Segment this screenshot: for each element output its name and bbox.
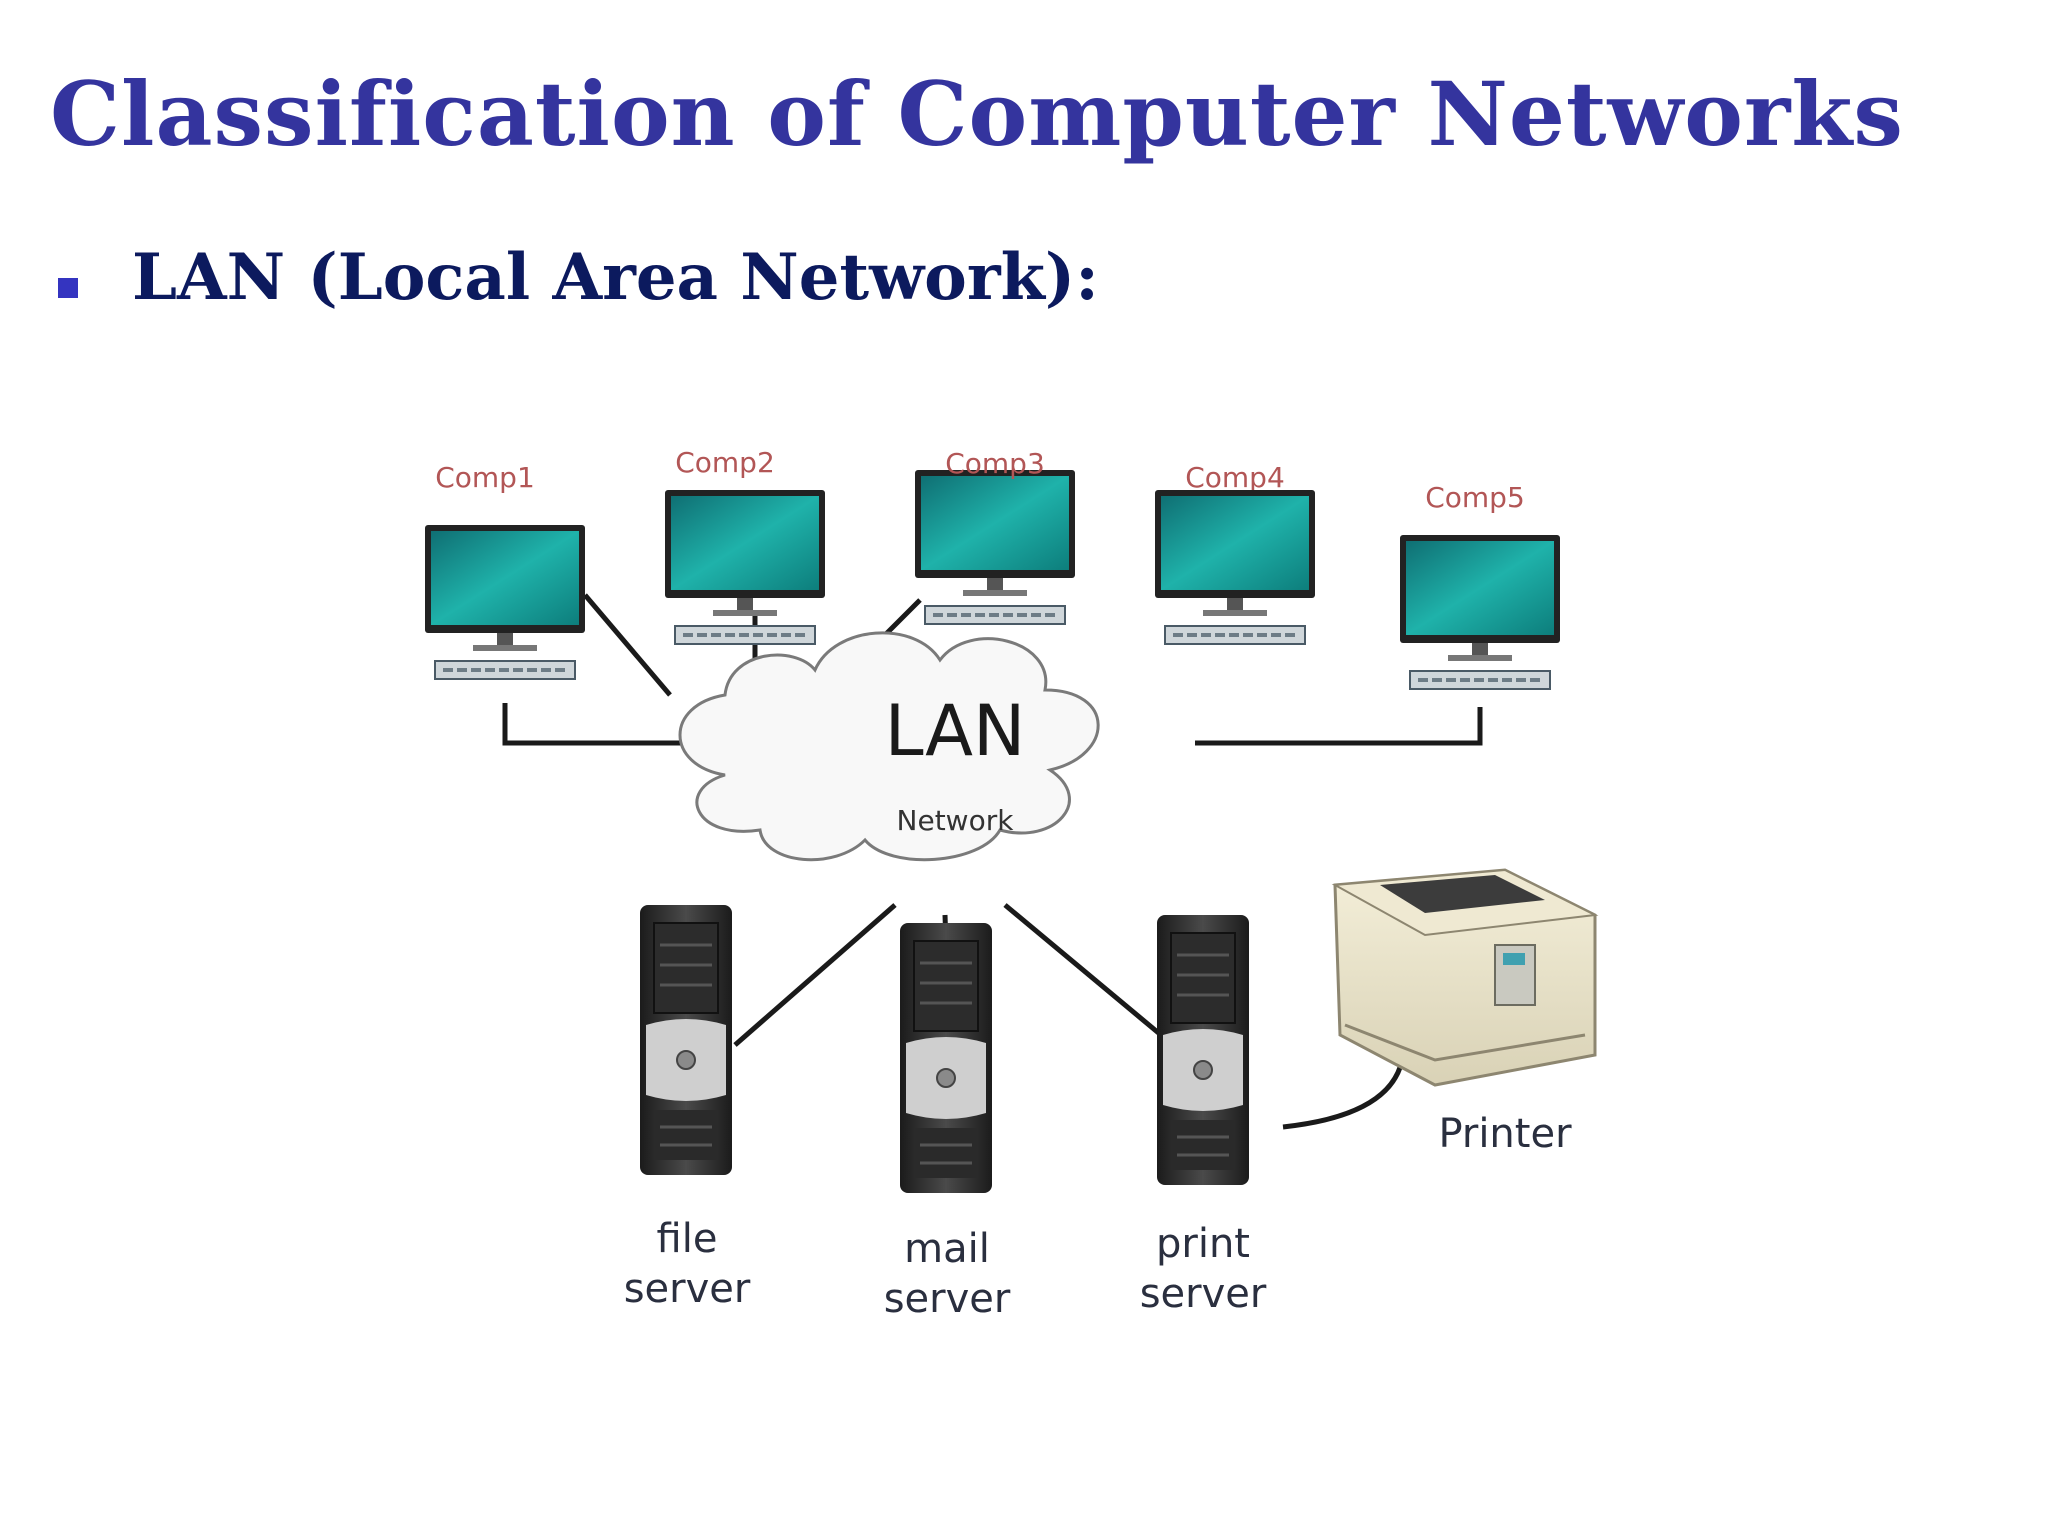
lan-cloud-title: LAN	[885, 690, 1026, 772]
computer-3: Comp3	[913, 447, 1077, 626]
monitor-icon	[1398, 533, 1562, 691]
printer-label: Printer	[1438, 1111, 1572, 1157]
file-server: file server	[624, 903, 751, 1312]
lan-diagram: LAN Network Comp1 Comp2 Comp3 Comp4 Comp…	[395, 445, 1645, 1345]
server-label-line2: server	[624, 1266, 751, 1312]
lan-cloud-shape	[678, 631, 1100, 862]
computer-label: Comp4	[1185, 461, 1285, 494]
computer-label: Comp3	[945, 447, 1045, 480]
server-label-line1: file	[657, 1216, 718, 1262]
printer: Printer	[1331, 868, 1599, 1157]
print-server: print server	[1140, 913, 1267, 1317]
server-label-line1: print	[1156, 1221, 1250, 1267]
link-file-server	[733, 903, 897, 1047]
monitor-icon	[913, 468, 1077, 626]
monitor-icon	[663, 488, 827, 646]
link-comp5	[1195, 707, 1483, 746]
server-label-line1: mail	[904, 1226, 990, 1272]
monitor-icon	[1153, 488, 1317, 646]
link-comp2	[583, 593, 672, 697]
link-print-server	[1003, 903, 1187, 1057]
computer-label: Comp1	[435, 461, 535, 494]
computer-label: Comp5	[1425, 481, 1525, 514]
slide-title: Classification of Computer Networks	[50, 62, 1904, 166]
server-tower-icon	[1155, 913, 1251, 1187]
link-printer	[1282, 1054, 1406, 1130]
lan-cloud-subtitle: Network	[897, 804, 1015, 837]
server-tower-icon	[898, 921, 994, 1195]
printer-icon	[1331, 868, 1599, 1087]
bullet-square-icon	[58, 278, 78, 298]
server-label-line2: server	[884, 1276, 1011, 1322]
computer-2: Comp2	[663, 446, 827, 646]
server-label-line2: server	[1140, 1271, 1267, 1317]
mail-server: mail server	[884, 921, 1011, 1322]
monitor-icon	[423, 523, 587, 681]
computer-1: Comp1	[423, 461, 587, 681]
server-tower-icon	[638, 903, 734, 1177]
lan-diagram-svg: LAN Network Comp1 Comp2 Comp3 Comp4 Comp…	[423, 446, 1599, 1322]
computer-5: Comp5	[1398, 481, 1562, 691]
computer-4: Comp4	[1153, 461, 1317, 646]
computer-label: Comp2	[675, 446, 775, 479]
bullet-text: LAN (Local Area Network):	[132, 240, 1099, 315]
